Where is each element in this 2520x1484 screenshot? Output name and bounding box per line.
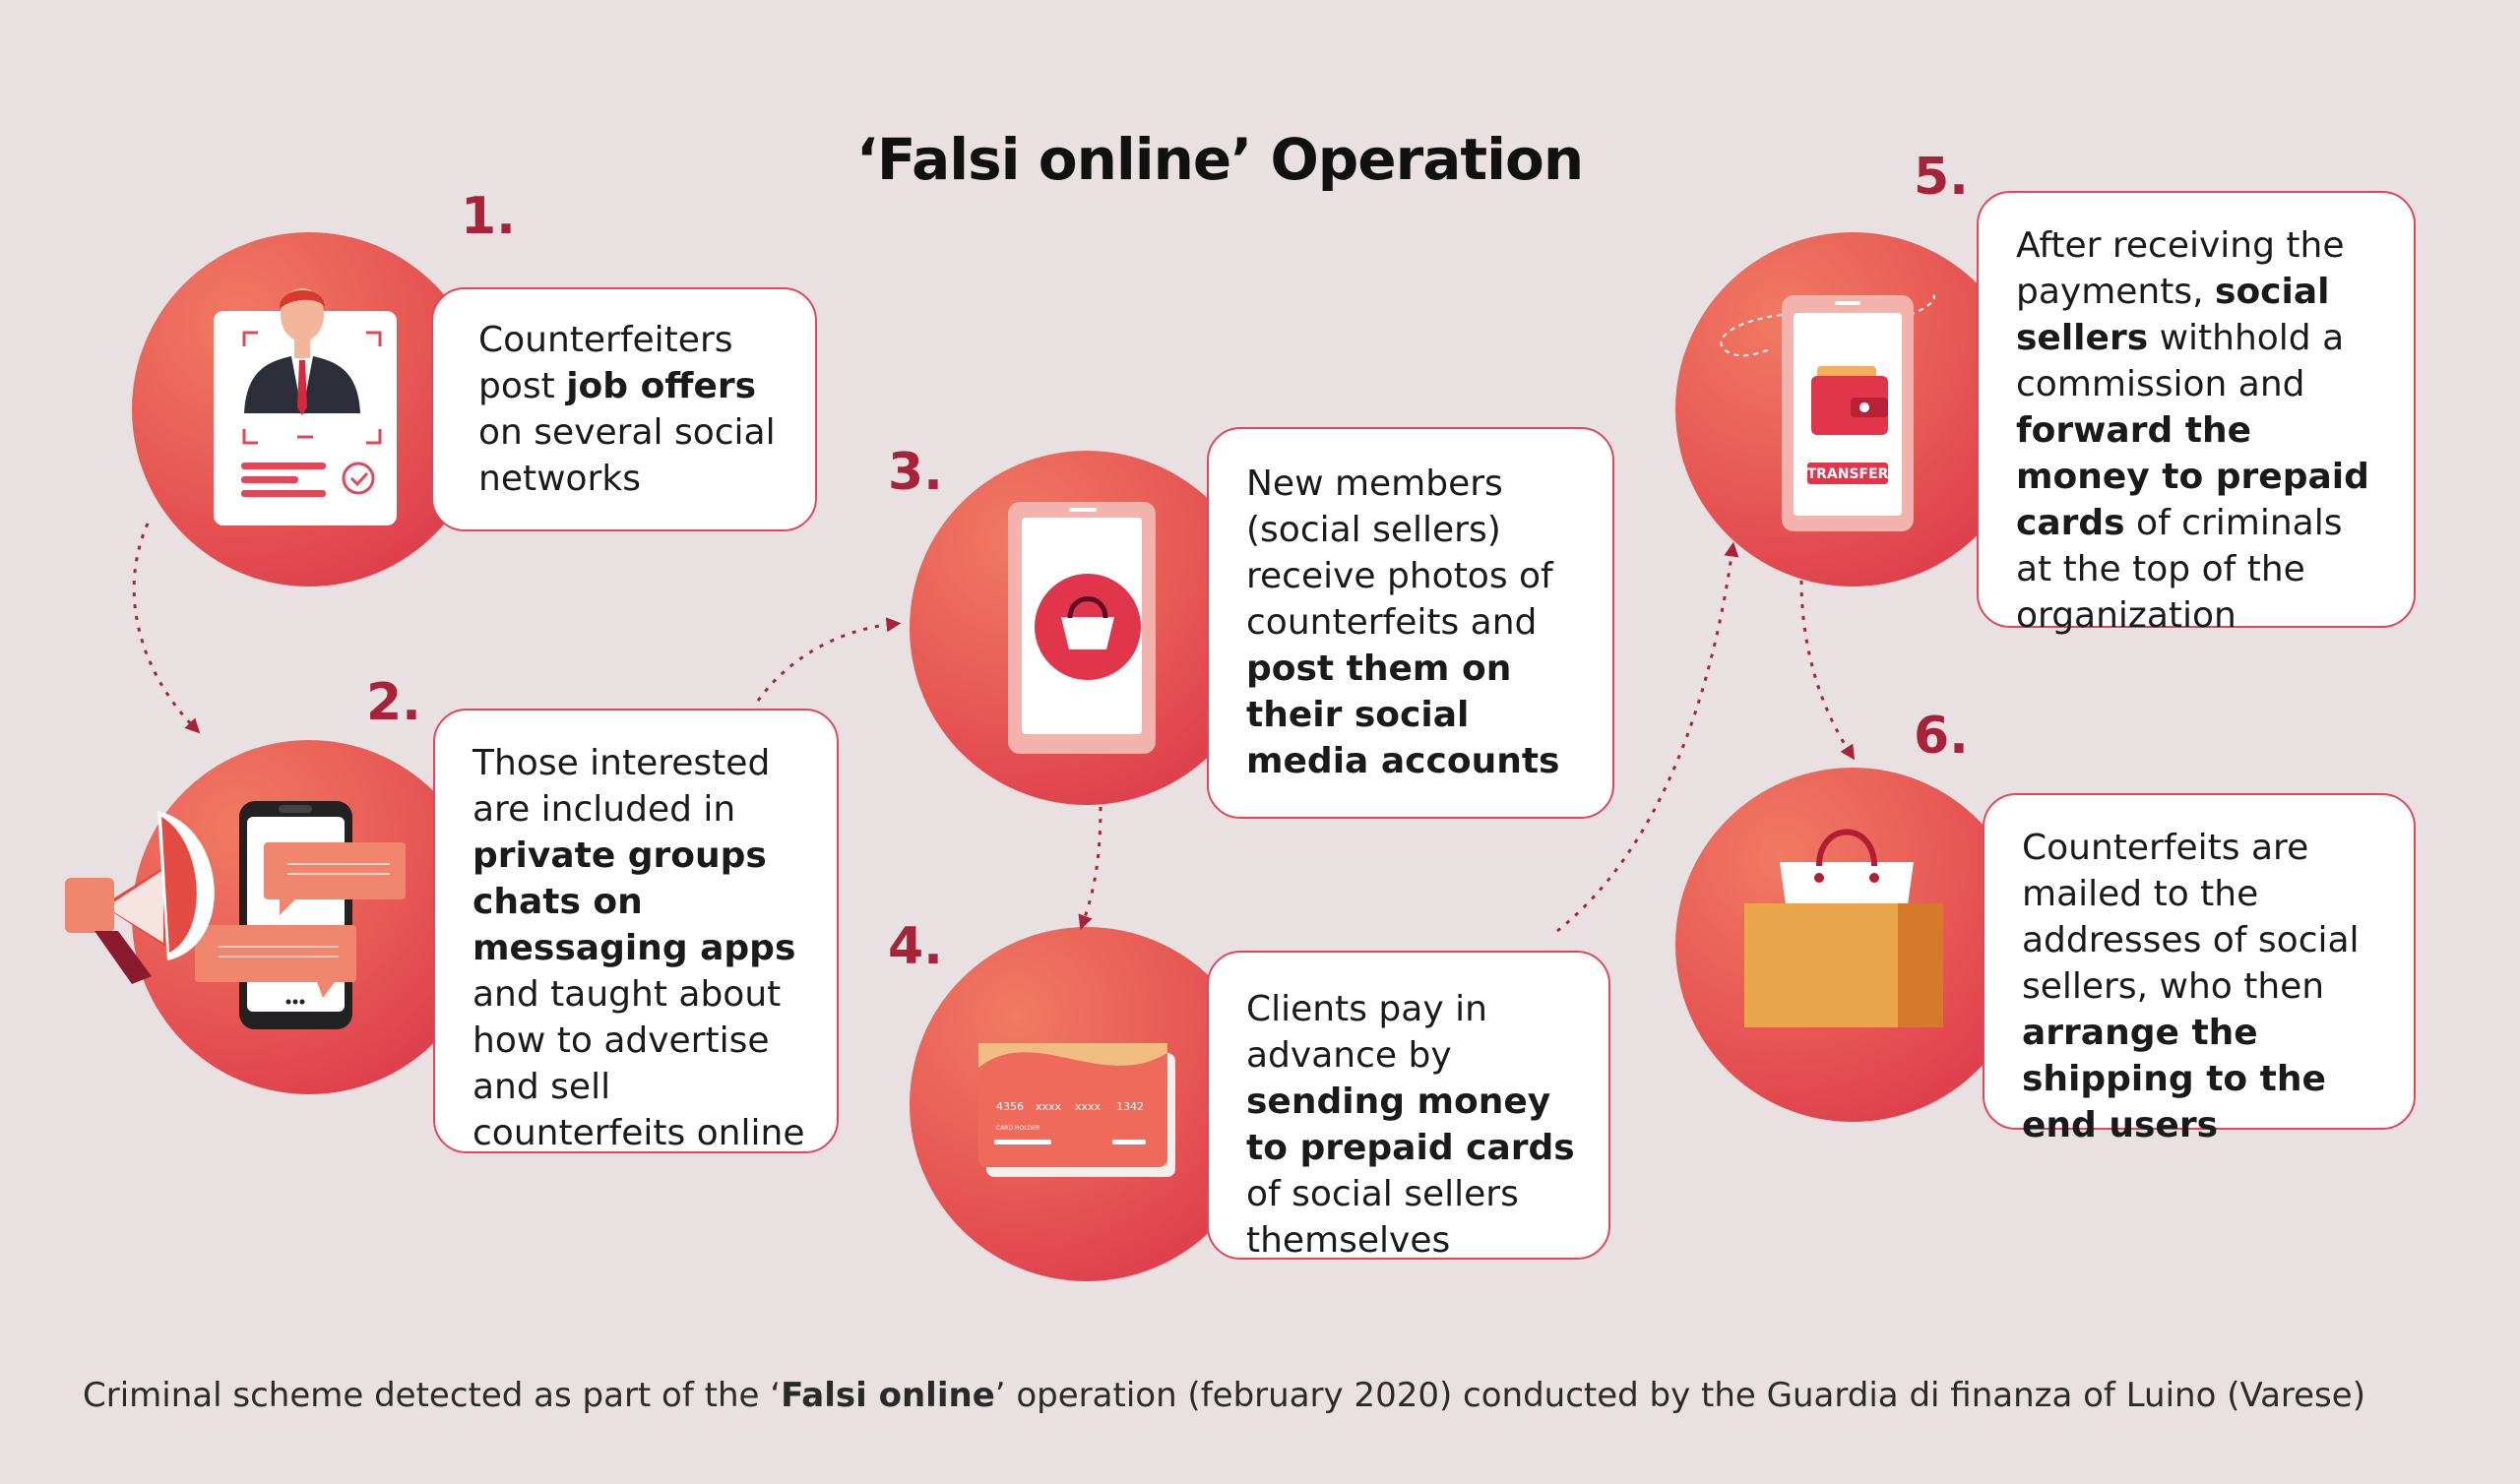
step-2-text-part: Those interested are included in xyxy=(472,743,771,830)
step-4-text: Clients pay in advance by sending money … xyxy=(1246,989,1575,1261)
step-2-text-part: and taught about how to advertise and se… xyxy=(472,974,805,1153)
arrow-2-to-3 xyxy=(756,617,902,702)
footer-text-before: Criminal scheme detected as part of the … xyxy=(83,1376,782,1415)
phone-shopping-bag-icon xyxy=(1008,502,1156,754)
job-offer-card-icon xyxy=(214,288,397,526)
step-1-text-part: job offers xyxy=(566,366,757,406)
step-5-text-part: withhold a commission and xyxy=(2016,318,2345,404)
step-3-text: New members (social sellers) receive pho… xyxy=(1246,464,1559,781)
footer-text-bold: Falsi online xyxy=(781,1376,995,1415)
step-3-text-part: New members (social sellers) receive pho… xyxy=(1246,464,1553,643)
arrow-3-to-4 xyxy=(1078,806,1102,931)
step-1-text-box: Counterfeiters post job offers on severa… xyxy=(431,287,817,531)
megaphone-phone-icon xyxy=(65,801,406,1029)
shopping-bag-box-icon xyxy=(1744,829,1943,1027)
step-5-text-part: of criminals at the top of the organizat… xyxy=(2016,503,2343,636)
step-5-text-box: After receiving the payments, social sel… xyxy=(1977,191,2416,636)
step-2-text: Those interested are included in private… xyxy=(472,743,804,1153)
step-2-number: 2. xyxy=(366,673,421,732)
connector-arrows xyxy=(132,523,1856,933)
step-6-text: Counterfeits are mailed to the addresses… xyxy=(2022,828,2360,1145)
card-number-3: xxxx xyxy=(1075,1100,1102,1113)
step-4-text-box: Clients pay in advance by sending money … xyxy=(1207,951,1610,1261)
step-1-number: 1. xyxy=(461,187,516,246)
card-number-1: 4356 xyxy=(996,1100,1024,1113)
step-5-text-part: forward the money to prepaid cards xyxy=(2016,410,2369,543)
step-5-text-part: social sellers xyxy=(2016,272,2330,358)
transfer-label: TRANSFER xyxy=(1807,466,1889,482)
step-4-text-part: Clients pay in advance by xyxy=(1246,989,1487,1076)
card-number-4: 1342 xyxy=(1116,1100,1144,1113)
step-3-text-part: post them on their social media accounts xyxy=(1246,649,1560,781)
footer-text-after: ’ operation (february 2020) conducted by… xyxy=(994,1376,2365,1415)
step-6-text-part: arrange the shipping to the end users xyxy=(2022,1013,2326,1145)
step-4-number: 4. xyxy=(888,917,943,976)
step-1-text: Counterfeiters post job offers on severa… xyxy=(478,320,776,499)
phone-wallet-transfer-icon: TRANSFER xyxy=(1720,294,1935,531)
step-4-text-part: of social sellers themselves xyxy=(1246,1174,1519,1261)
step-1-text-part: on several social networks xyxy=(478,412,776,499)
step-5-text: After receiving the payments, social sel… xyxy=(2016,225,2369,636)
arrow-1-to-2 xyxy=(132,523,201,734)
footer-caption: Criminal scheme detected as part of the … xyxy=(83,1376,2365,1415)
step-6-number: 6. xyxy=(1914,707,1969,766)
step-3-text-box: New members (social sellers) receive pho… xyxy=(1207,427,1614,819)
arrow-5-to-6 xyxy=(1799,580,1856,761)
step-3-number: 3. xyxy=(888,443,943,502)
step-2-text-part: private groups chats on messaging apps xyxy=(472,835,796,968)
step-1-text-part: Counterfeiters post xyxy=(478,320,733,406)
step-6-text-part: Counterfeits are mailed to the addresses… xyxy=(2022,828,2360,1007)
card-number-2: xxxx xyxy=(1036,1100,1062,1113)
step-2-text-box: Those interested are included in private… xyxy=(433,709,839,1153)
step-5-text-part: After receiving the payments, xyxy=(2016,225,2345,312)
step-6-text-box: Counterfeits are mailed to the addresses… xyxy=(1983,793,2416,1145)
step-4-text-part: sending money to prepaid cards xyxy=(1246,1082,1575,1168)
prepaid-card-icon: 4356 xxxx xxxx 1342 CARD HOLDER xyxy=(978,1043,1175,1177)
step-5-number: 5. xyxy=(1914,148,1969,207)
card-holder-label: CARD HOLDER xyxy=(996,1125,1040,1132)
page-title: ‘Falsi online’ Operation xyxy=(855,126,1584,193)
